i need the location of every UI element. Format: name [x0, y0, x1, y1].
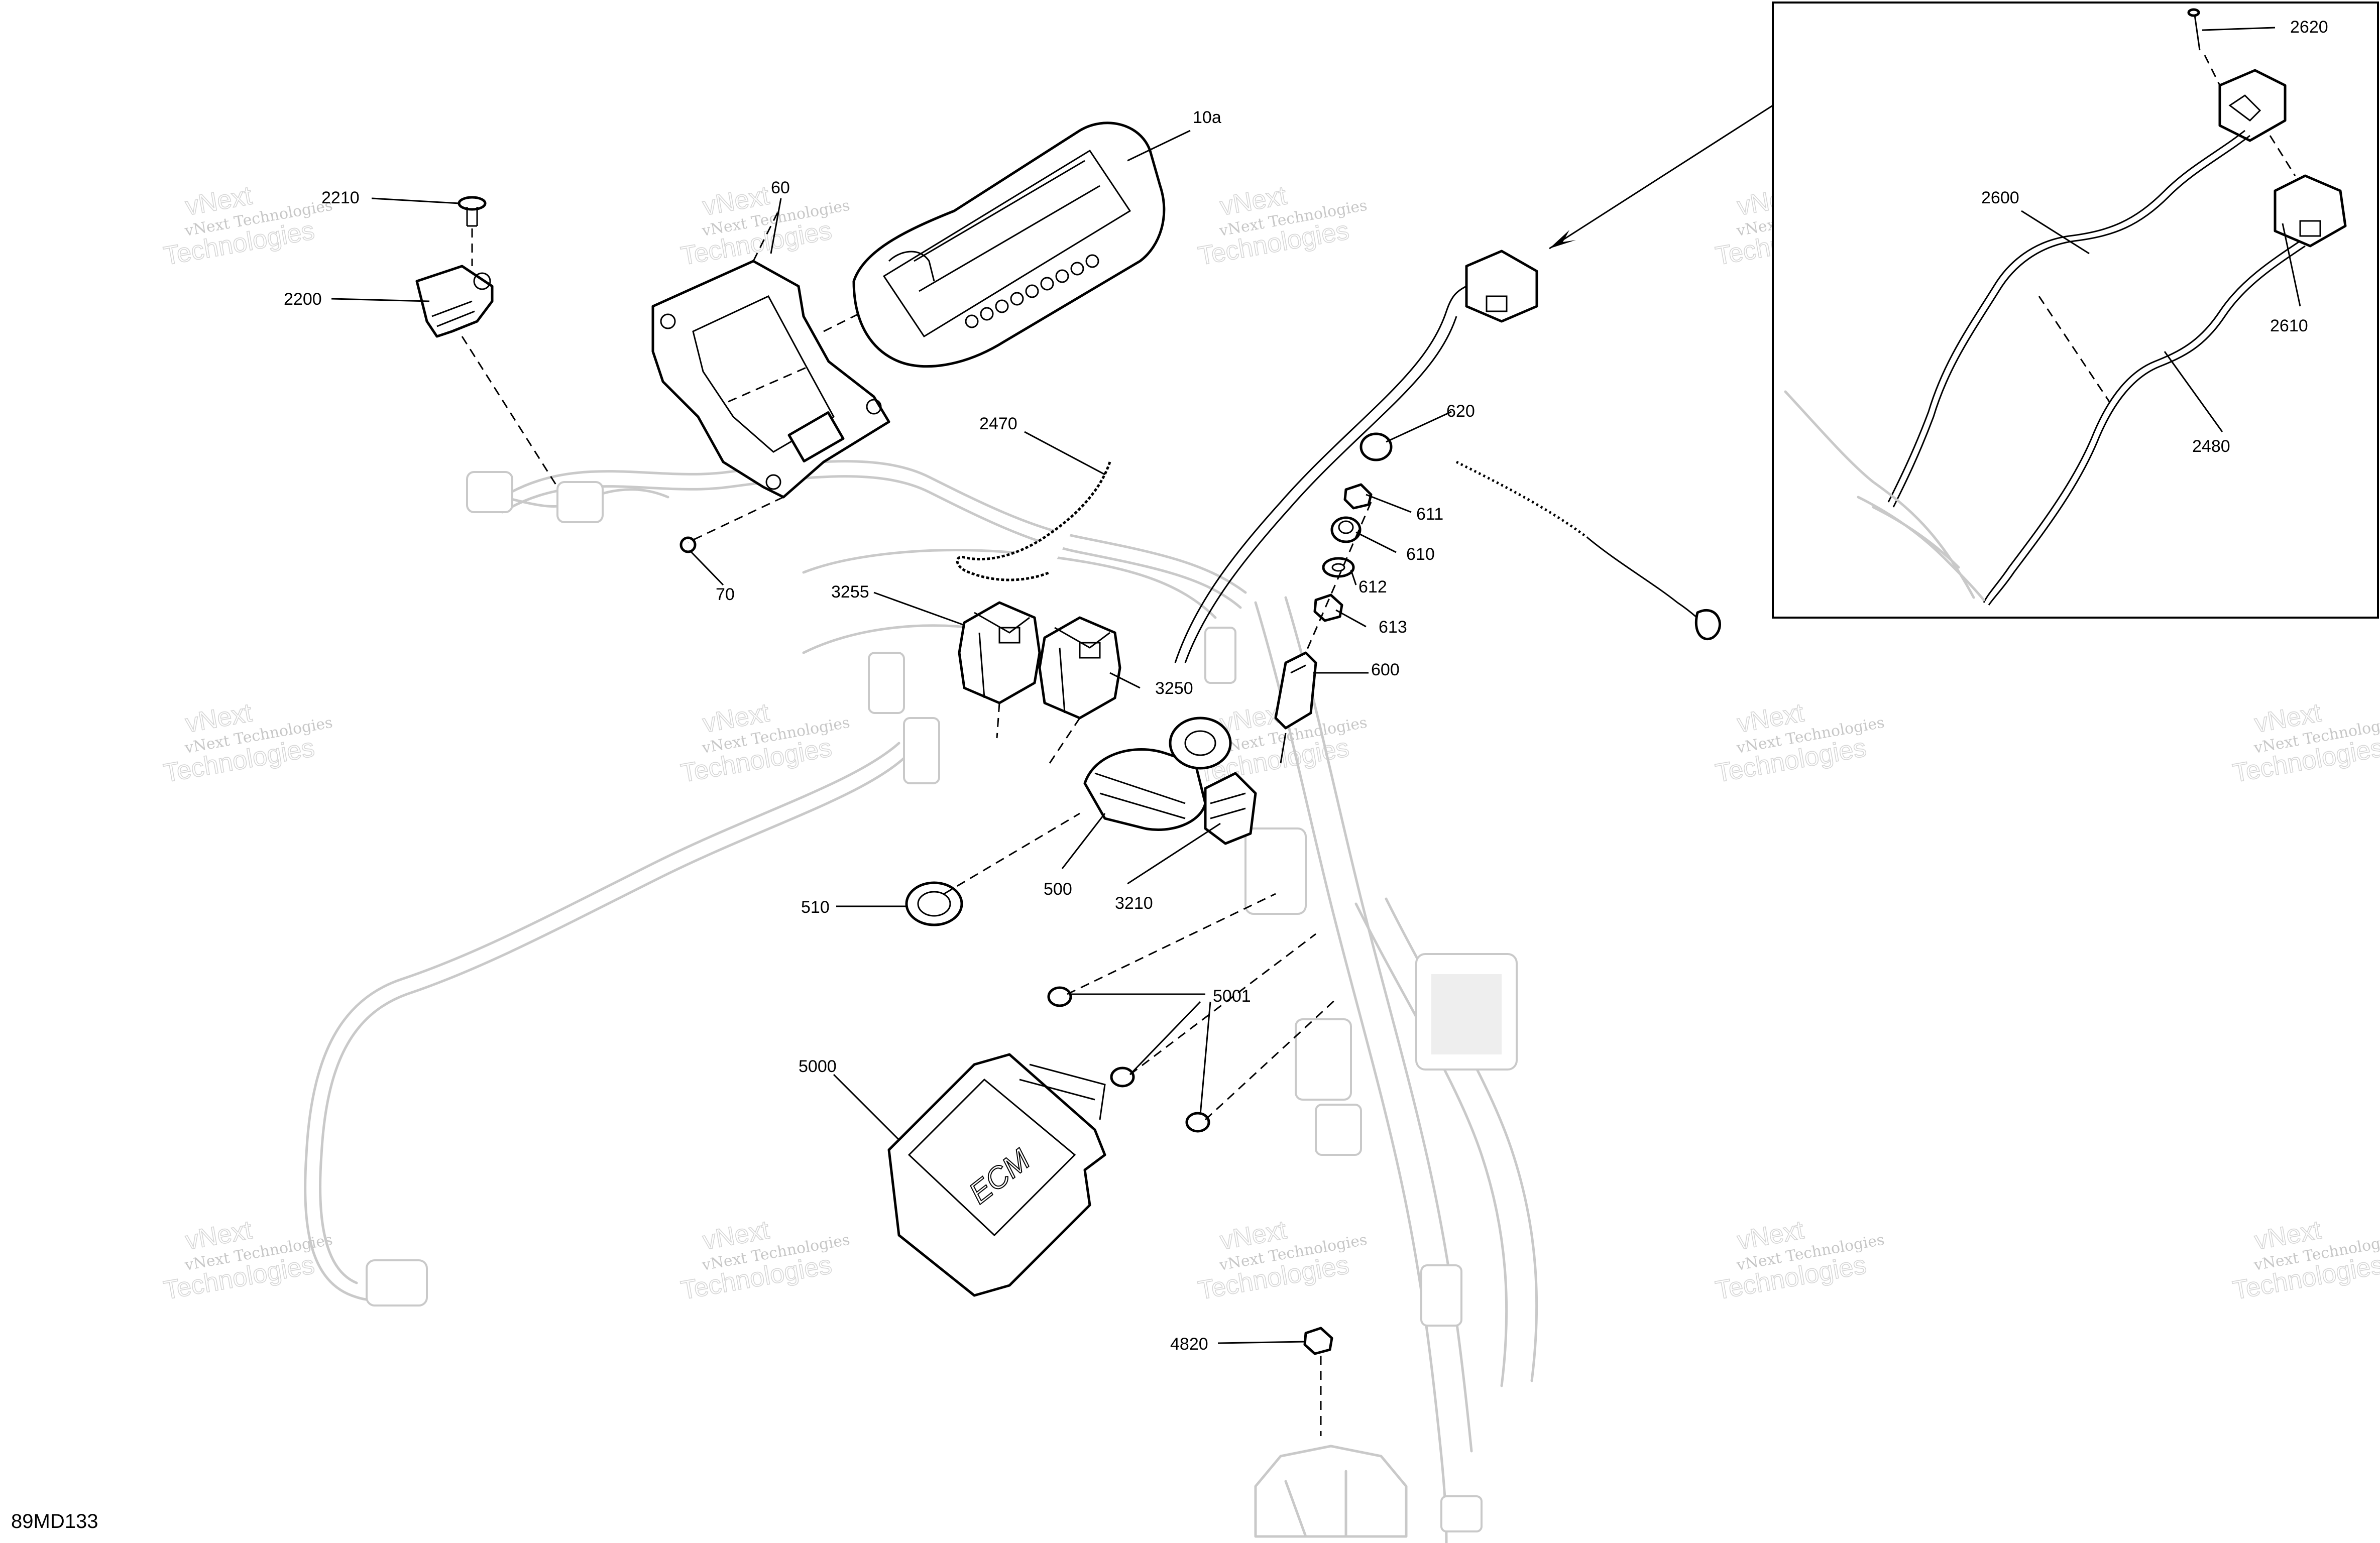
callout-2470: 2470 [979, 414, 1017, 433]
callout-620: 620 [1446, 402, 1475, 421]
callout-3250: 3250 [1155, 679, 1193, 698]
cable-2480 [1983, 240, 2301, 603]
nut-510 [905, 881, 963, 926]
detail-inset-box [1549, 2, 2379, 619]
tether-cord [1455, 460, 1721, 640]
callout-2480: 2480 [2192, 437, 2230, 456]
switch-3255 [958, 601, 1041, 704]
bushing-610 [1330, 516, 1362, 543]
nut-613 [1313, 594, 1343, 622]
washer-612 [1322, 557, 1355, 578]
sensor-2200 [415, 265, 494, 338]
callout-5001: 5001 [1213, 987, 1251, 1006]
callout-5000: 5000 [799, 1057, 837, 1076]
callout-70: 70 [716, 585, 735, 604]
gauge-cluster-10a [852, 122, 1166, 368]
callout-3255: 3255 [831, 582, 869, 602]
callout-10a: 10a [1193, 108, 1221, 127]
nut-5001-b [1110, 1066, 1135, 1088]
callout-layer: 10a 60 70 2210 2200 2470 3255 3250 620 6… [284, 18, 2328, 1354]
nut-611 [1343, 483, 1373, 510]
callout-611: 611 [1416, 505, 1443, 524]
callout-510: 510 [801, 898, 830, 917]
gauge-button-row [965, 254, 1099, 328]
switch-3250 [1038, 616, 1121, 720]
callout-2200: 2200 [284, 290, 322, 309]
callout-612: 612 [1358, 577, 1387, 597]
wiring-harness-background [304, 460, 1538, 1543]
cable-2600 [1887, 130, 2245, 503]
switch-600 [1274, 651, 1317, 764]
callout-613: 613 [1379, 618, 1407, 637]
ignition-switch-500 [1083, 717, 1232, 832]
callout-3210: 3210 [1115, 894, 1153, 913]
clip-70 [679, 536, 697, 553]
assembly-dash-lines [461, 210, 1372, 1436]
callout-2210: 2210 [321, 188, 360, 207]
callout-2610: 2610 [2270, 316, 2308, 335]
callout-60: 60 [771, 178, 790, 197]
parts-layer: ECM [415, 122, 1721, 1355]
nut-5001-c [1185, 1112, 1210, 1133]
bolt-2620 [2187, 8, 2201, 51]
conduit-2470 [956, 461, 1111, 581]
ecm-module-5000: ECM [887, 1053, 1106, 1297]
callout-2600: 2600 [1981, 188, 2019, 207]
screw-2210 [458, 196, 487, 227]
callout-4820: 4820 [1170, 1335, 1208, 1354]
diagram-reference-code: 89MD133 [11, 1510, 98, 1532]
switch-upper-inset [2218, 69, 2287, 142]
connector-3210 [1204, 772, 1257, 845]
callout-2620: 2620 [2290, 18, 2328, 37]
callout-600: 600 [1371, 660, 1400, 679]
harness-620 [1174, 250, 1538, 663]
bracket-60 [651, 260, 890, 499]
callout-610: 610 [1406, 545, 1435, 564]
callout-500: 500 [1044, 880, 1072, 899]
nut-5001-a [1047, 986, 1072, 1007]
nut-4820 [1303, 1327, 1333, 1355]
switch-2610 [2274, 174, 2347, 248]
